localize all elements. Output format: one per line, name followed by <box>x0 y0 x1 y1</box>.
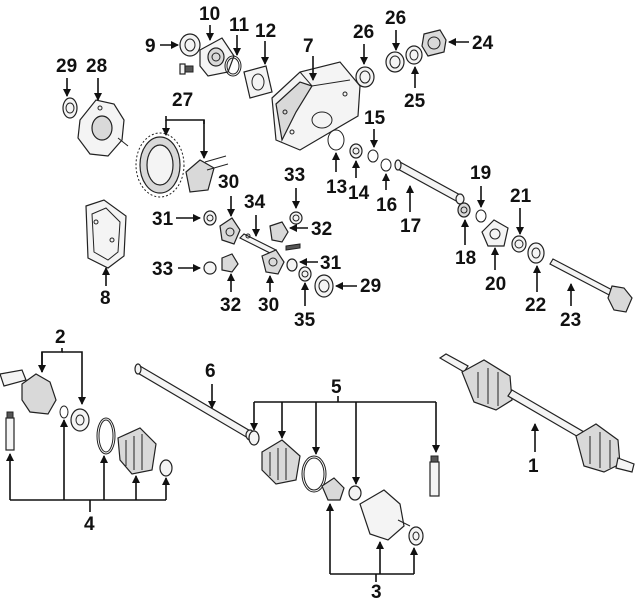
leader-2-bracket <box>41 348 63 372</box>
callout-35: 35 <box>294 310 316 331</box>
part-4-boot-kit <box>5 411 173 477</box>
part-31-washer-bottom <box>286 258 298 272</box>
callout-13: 13 <box>326 177 347 198</box>
callout-15: 15 <box>364 108 386 129</box>
callout-23: 23 <box>560 310 581 331</box>
part-12-gasket <box>243 65 273 99</box>
part-7-differential-housing <box>271 61 361 151</box>
callout-30a: 30 <box>218 172 239 193</box>
part-31-washer-top <box>203 210 217 226</box>
part-5-boot-kit <box>248 430 440 497</box>
callout-25: 25 <box>404 91 426 112</box>
callout-28: 28 <box>86 56 107 77</box>
part-25-seal <box>405 45 423 65</box>
callout-2: 2 <box>55 327 66 348</box>
callout-27: 27 <box>172 90 193 111</box>
part-18-bearing <box>457 202 471 218</box>
callout-1: 1 <box>528 456 539 477</box>
callout-20: 20 <box>485 274 506 295</box>
callout-19: 19 <box>470 163 491 184</box>
callout-17: 17 <box>400 216 421 237</box>
callout-11: 11 <box>229 15 250 36</box>
part-1-axle-assembly <box>438 353 635 473</box>
callout-14: 14 <box>348 183 370 204</box>
callout-26a: 26 <box>353 22 374 43</box>
callout-4: 4 <box>84 514 95 535</box>
part-27-ring-pinion-gear <box>135 132 229 198</box>
callout-24: 24 <box>472 33 494 54</box>
part-6-shaft <box>134 363 255 441</box>
callout-32b: 32 <box>220 295 241 316</box>
callout-33b: 33 <box>152 259 173 280</box>
callout-31a: 31 <box>152 209 174 230</box>
part-24-cap <box>421 29 447 57</box>
part-22-bearing <box>527 242 545 264</box>
part-33-washer-bottom <box>203 261 217 275</box>
part-13-ring <box>327 129 345 151</box>
leader-27-bracket <box>165 116 205 124</box>
part-20-bracket <box>481 219 509 247</box>
part-14-bearing <box>349 143 363 159</box>
callout-8: 8 <box>100 288 111 309</box>
callout-33a: 33 <box>284 165 305 186</box>
callout-29a: 29 <box>56 56 77 77</box>
callout-9: 9 <box>145 36 156 57</box>
part-34-pinion-shaft <box>238 233 278 255</box>
callout-22: 22 <box>525 295 546 316</box>
part-33-washer-top <box>289 211 303 225</box>
part-2-cv-joint-left <box>0 369 90 432</box>
callout-32a: 32 <box>311 219 332 240</box>
part-23-axle-shaft <box>549 258 633 313</box>
callout-3: 3 <box>371 582 382 602</box>
part-29-bearing-left <box>62 97 78 119</box>
part-26-bearing <box>355 66 375 88</box>
part-3-cv-joint-outer <box>321 477 424 546</box>
part-19-snap-ring <box>475 209 487 223</box>
callout-6: 6 <box>205 361 216 382</box>
callout-16: 16 <box>376 195 397 216</box>
part-35-bearing <box>298 266 312 282</box>
part-21-seal <box>511 235 527 253</box>
callout-34: 34 <box>244 192 266 213</box>
callout-29b: 29 <box>360 276 381 297</box>
part-30-side-gear-bottom <box>261 249 285 275</box>
part-32-pinion-gear-bottom <box>221 253 239 273</box>
callout-12: 12 <box>255 21 276 42</box>
part-17-intermediate-shaft <box>394 159 465 205</box>
part-11-oring <box>224 55 242 77</box>
part-29-bearing-right <box>314 274 334 298</box>
part-8-rear-cover <box>85 199 127 269</box>
part-pin-small <box>285 243 301 251</box>
part-30-side-gear-top <box>219 217 241 245</box>
part-15-snap-ring <box>367 149 379 163</box>
callout-30b: 30 <box>258 295 279 316</box>
part-26-bearing-right <box>385 51 405 73</box>
callout-31b: 31 <box>320 253 342 274</box>
part-16-snap-ring <box>380 158 392 172</box>
part-28-differential-case <box>77 99 129 157</box>
callout-5: 5 <box>331 377 342 398</box>
part-pinion-gear-small <box>269 221 289 243</box>
callout-26b: 26 <box>385 8 406 29</box>
callout-21: 21 <box>510 186 532 207</box>
part-9-seal <box>179 33 201 57</box>
callout-7: 7 <box>303 36 314 57</box>
callout-10: 10 <box>199 4 220 25</box>
leader-2b <box>62 351 86 405</box>
callout-18: 18 <box>455 248 476 269</box>
